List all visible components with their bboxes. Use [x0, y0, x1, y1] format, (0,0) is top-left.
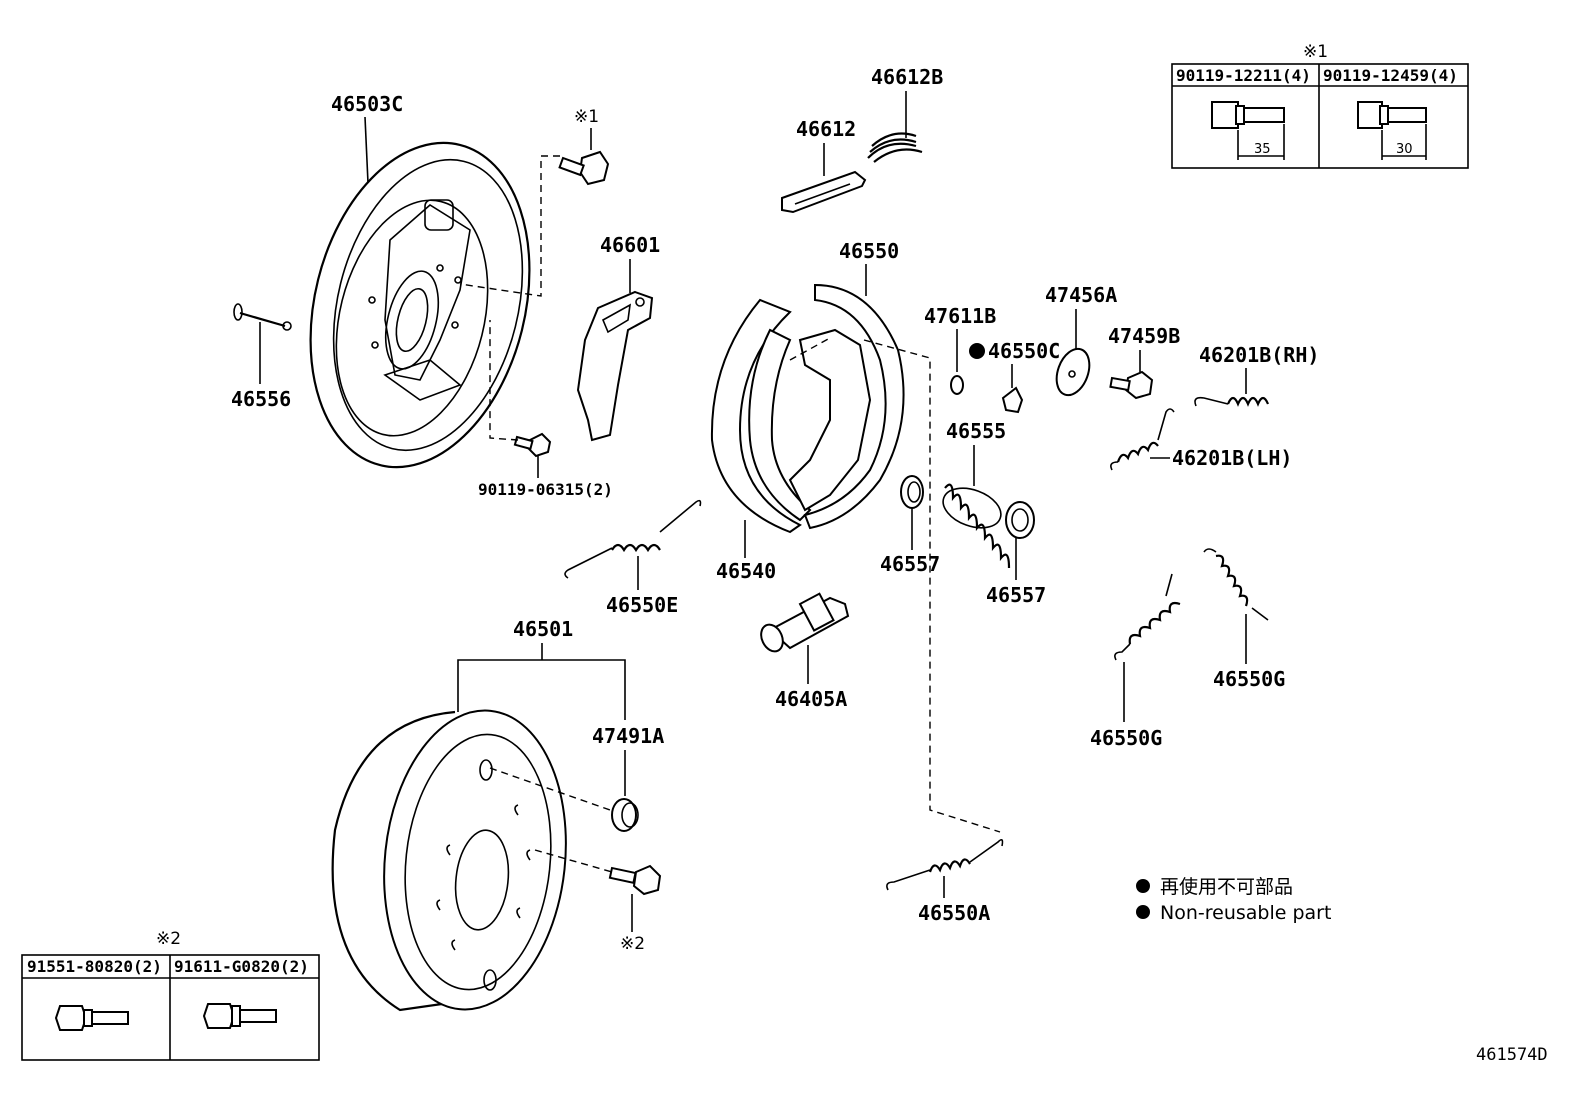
pin-46556-drawing: [233, 303, 292, 331]
part-label-46201B-RH: 46201B(RH): [1199, 343, 1319, 367]
spring-46201B-RH-drawing: [1194, 396, 1270, 407]
note-mark-2-bolt: ※2: [620, 934, 645, 954]
part-label-46540: 46540: [716, 559, 776, 583]
part-label-46550C: 46550C: [988, 339, 1060, 363]
part-label-46557-b: 46557: [986, 583, 1046, 607]
part-label-46550G-a: 46550G: [1090, 726, 1162, 750]
legend-text-en: Non-reusable part: [1160, 902, 1331, 924]
strut-46612-drawing: [781, 170, 867, 214]
part-label-46612: 46612: [796, 117, 856, 141]
part-label-47459B: 47459B: [1108, 324, 1180, 348]
spring-46550G-a-drawing: [1114, 573, 1181, 661]
spring-46550E-drawing: [564, 499, 702, 579]
spring-46201B-LH-drawing: [1110, 408, 1175, 471]
part-label-47456A: 47456A: [1045, 283, 1117, 307]
legend-dot-jp: [1136, 879, 1150, 893]
legend-dot-en: [1136, 905, 1150, 919]
part-label-46405A: 46405A: [775, 687, 847, 711]
part-label-46550: 46550: [839, 239, 899, 263]
brake-shoe-46550-drawing: [788, 283, 905, 530]
bolt-90119-06315-drawing: [513, 432, 552, 458]
part-label-46503C: 46503C: [331, 92, 403, 116]
drum-bolt-drawing: [608, 864, 662, 896]
spring-46550G-b-drawing: [1203, 548, 1269, 621]
note-mark-1-table: ※1: [1303, 42, 1328, 62]
part-label-46612B: 46612B: [871, 65, 943, 89]
part-label-46550A: 46550A: [918, 901, 990, 925]
part-label-47611B: 47611B: [924, 304, 996, 328]
spring-46555-drawing: [942, 483, 1011, 569]
part-label-46550G-b: 46550G: [1213, 667, 1285, 691]
clip-46550C-drawing: [1001, 386, 1024, 414]
cup-46557-a-drawing: [900, 475, 924, 509]
adjuster-46405A-drawing: [760, 592, 850, 653]
plug-47491A-drawing: [611, 798, 639, 832]
part-label-46550E: 46550E: [606, 593, 678, 617]
part-label-46555: 46555: [946, 419, 1006, 443]
part-label-46201B-LH: 46201B(LH): [1172, 446, 1292, 470]
bolt-table-1-dim2: 30: [1396, 142, 1413, 157]
bolt-table-2-col1: 91551-80820(2): [27, 957, 162, 976]
bolt-table-2-col2: 91611-G0820(2): [174, 957, 309, 976]
cup-47456A-drawing: [1055, 347, 1091, 397]
brake-drum-46501-drawing: [331, 709, 567, 1012]
part-label-46601: 46601: [600, 233, 660, 257]
lever-46601-drawing: [576, 290, 654, 442]
spring-46612B-drawing: [867, 132, 923, 163]
part-label-46501: 46501: [513, 617, 573, 641]
part-label-90119-06315: 90119-06315(2): [478, 480, 613, 499]
bolt-table-1-col2: 90119-12459(4): [1323, 66, 1458, 85]
note-mark-1-bolt: ※1: [574, 107, 599, 127]
bolt-top-drawing: [558, 150, 610, 186]
washer-47611B-drawing: [950, 375, 964, 395]
part-label-46557-a: 46557: [880, 552, 940, 576]
figure-reference: 461574D: [1476, 1045, 1548, 1065]
part-label-46556: 46556: [231, 387, 291, 411]
part-label-47491A: 47491A: [592, 724, 664, 748]
spring-46550A-drawing: [886, 838, 1004, 891]
note-mark-2-table: ※2: [156, 929, 181, 949]
bolt-table-2: [21, 954, 320, 1061]
bolt-table-1-col1: 90119-12211(4): [1176, 66, 1311, 85]
bolt-47459B-drawing: [1109, 370, 1154, 400]
backing-plate-drawing: [309, 141, 531, 469]
non-reusable-dot-46550C: [969, 343, 985, 359]
legend-text-jp: 再使用不可部品: [1160, 876, 1293, 898]
cup-46557-b-drawing: [1005, 501, 1035, 539]
brake-shoe-46540-drawing: [710, 298, 812, 534]
bolt-table-1: [1171, 63, 1469, 169]
bolt-table-1-dim1: 35: [1254, 142, 1271, 157]
